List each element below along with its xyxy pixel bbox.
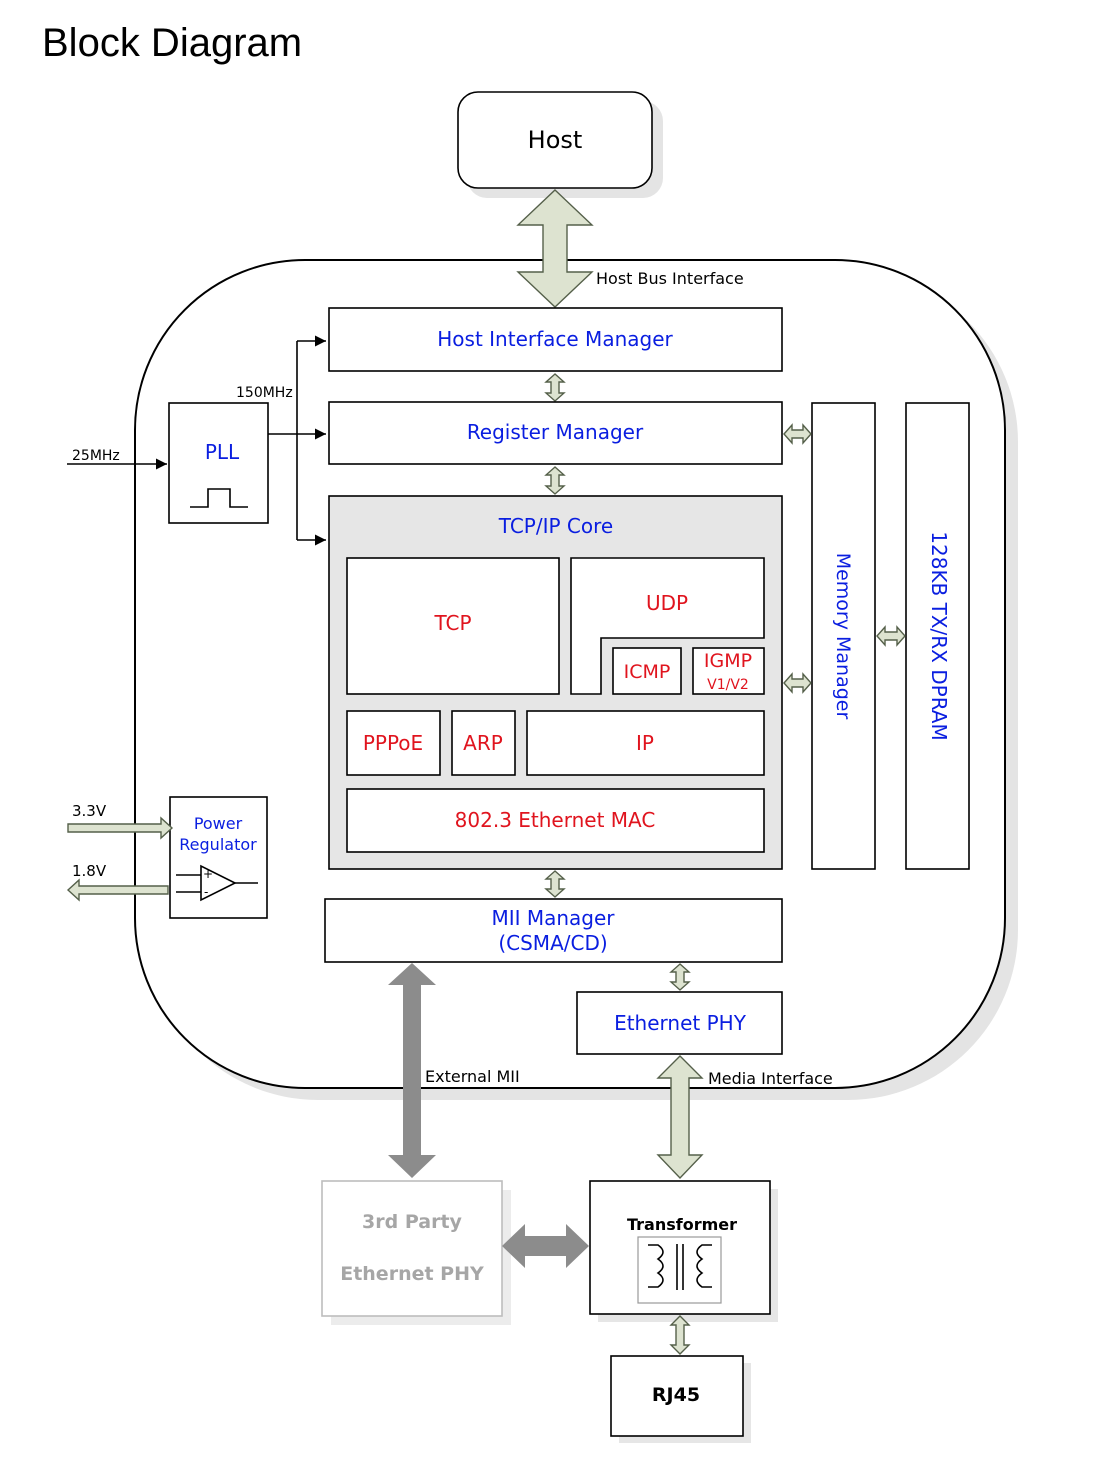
host-box (457, 91, 653, 189)
media-interface-label: Media Interface (708, 1069, 833, 1088)
host-label: Host (528, 126, 583, 154)
udp-box (570, 557, 765, 695)
pll-label: PLL (205, 440, 240, 464)
tcp-box (346, 557, 560, 695)
ethernet-phy-box (576, 991, 783, 1055)
him-register-arrow (544, 373, 566, 402)
v18-output-arrow (66, 878, 169, 902)
ip-box (526, 710, 765, 776)
power-regulator-box (169, 796, 268, 919)
freq-25-label: 25MHz (72, 448, 120, 464)
pppoe-label: PPPoE (363, 731, 423, 755)
register-core-arrow (544, 466, 566, 495)
dpram-box (905, 402, 970, 870)
tcpip-core-label: TCP/IP Core (498, 514, 613, 538)
arp-label: ARP (463, 731, 503, 755)
transformer-label: Transformer (627, 1215, 737, 1234)
mii-manager-box (324, 898, 783, 963)
mii-manager-label-2: (CSMA/CD) (498, 931, 607, 955)
v18-label: 1.8V (72, 862, 107, 880)
host-interface-manager-label: Host Interface Manager (437, 327, 673, 351)
memory-manager-label: Memory Manager (832, 553, 854, 720)
ip-label: IP (636, 731, 654, 755)
register-manager-box (328, 401, 783, 465)
transformer-coil-icon (637, 1236, 722, 1304)
rj45-box (610, 1355, 744, 1437)
mii-phy-arrow (669, 963, 691, 991)
svg-text:+: + (203, 867, 213, 881)
third-party-label-2: Ethernet PHY (340, 1263, 484, 1285)
memory-dpram-arrow (876, 625, 906, 647)
mii-manager-label-1: MII Manager (491, 906, 615, 930)
memory-manager-box (811, 402, 876, 870)
mac-label: 802.3 Ethernet MAC (455, 808, 656, 832)
v33-label: 3.3V (72, 802, 107, 820)
external-mii-label: External MII (425, 1067, 520, 1086)
host-interface-manager-box (328, 307, 783, 372)
third-party-label-1: 3rd Party (362, 1211, 462, 1233)
arp-box (451, 710, 516, 776)
pppoe-box (346, 710, 441, 776)
igmp-label: IGMP (704, 650, 752, 672)
register-manager-label: Register Manager (467, 420, 644, 444)
icmp-label: ICMP (624, 661, 671, 683)
third-party-phy-box (321, 1180, 503, 1317)
svg-text:-: - (204, 885, 208, 899)
host-bus-arrow (516, 189, 594, 308)
opamp-icon: + - (176, 864, 258, 902)
mac-box (346, 788, 765, 853)
pll-pulse-icon (190, 488, 248, 508)
power-regulator-label-2: Regulator (179, 835, 257, 854)
ethernet-phy-label: Ethernet PHY (614, 1011, 747, 1035)
core-memory-arrow (783, 672, 812, 694)
host-bus-interface-label: Host Bus Interface (596, 269, 744, 288)
media-interface-arrow (656, 1055, 704, 1180)
register-memory-arrow (783, 423, 812, 445)
icmp-box (612, 647, 682, 695)
diagram-title: Block Diagram (42, 21, 302, 65)
phy-transformer-arrow (502, 1224, 589, 1268)
pll-box (168, 402, 269, 524)
transformer-rj45-arrow (669, 1315, 691, 1355)
freq-150-label: 150MHz (236, 385, 293, 401)
udp-label: UDP (646, 591, 688, 615)
dpram-label: 128KB TX/RX DPRAM (927, 531, 951, 740)
tcp-label: TCP (433, 611, 471, 635)
external-mii-arrow (388, 963, 436, 1178)
igmp-version-label: V1/V2 (707, 677, 749, 693)
v33-input-arrow (67, 816, 174, 840)
igmp-box (692, 647, 765, 695)
rj45-label: RJ45 (652, 1384, 700, 1406)
core-mii-arrow (544, 870, 566, 898)
power-regulator-label-1: Power (194, 814, 243, 833)
